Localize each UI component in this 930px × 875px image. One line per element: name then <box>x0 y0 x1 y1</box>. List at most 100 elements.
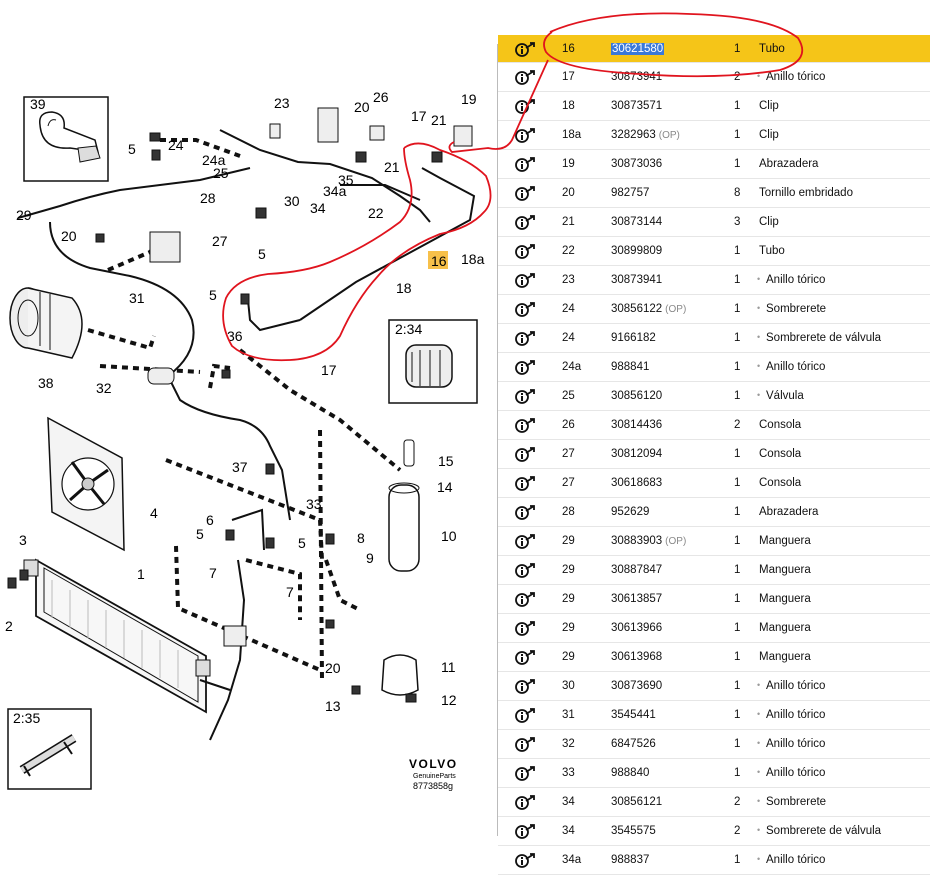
parts-row[interactable]: 34308561212Sombrerete <box>498 788 930 817</box>
row-part-number[interactable]: 988841 <box>611 361 652 373</box>
parts-row[interactable]: 3135454411Anillo tórico <box>498 701 930 730</box>
info-link-icon[interactable] <box>515 504 537 520</box>
row-part-number[interactable]: 30856120 <box>611 390 665 402</box>
row-part-number[interactable]: 30613968 <box>611 651 665 663</box>
info-link-icon[interactable] <box>515 620 537 636</box>
info-link-icon[interactable] <box>515 591 537 607</box>
row-part-number[interactable]: 9166182 <box>611 332 659 344</box>
row-part-number[interactable]: 30887847 <box>611 564 665 576</box>
parts-row[interactable]: 24a9888411Anillo tórico <box>498 353 930 382</box>
part-number-text: 30887847 <box>611 564 663 576</box>
callout: 30 <box>284 193 300 209</box>
part-number-text: 30873941 <box>611 274 663 286</box>
info-link-icon[interactable] <box>515 852 537 868</box>
info-link-icon[interactable] <box>515 156 537 172</box>
row-part-number[interactable]: 3282963(OP) <box>611 129 680 141</box>
row-part-number[interactable]: 30873036 <box>611 158 665 170</box>
row-part-number[interactable]: 3545575 <box>611 825 659 837</box>
parts-row[interactable]: 23308739411Anillo tórico <box>498 266 930 295</box>
info-link-icon[interactable] <box>515 765 537 781</box>
row-part-number[interactable]: 30883903(OP) <box>611 535 686 547</box>
row-part-number[interactable]: 30873941 <box>611 274 665 286</box>
callout: 34 <box>310 200 326 216</box>
row-part-number[interactable]: 3545441 <box>611 709 659 721</box>
row-part-number[interactable]: 952629 <box>611 506 652 518</box>
info-link-icon[interactable] <box>515 359 537 375</box>
info-link-icon[interactable] <box>515 649 537 665</box>
row-part-number[interactable]: 30873941 <box>611 71 665 83</box>
row-part-number[interactable]: 30613857 <box>611 593 665 605</box>
info-link-icon[interactable] <box>515 127 537 143</box>
info-link-icon[interactable] <box>515 272 537 288</box>
row-part-number[interactable]: 30873144 <box>611 216 665 228</box>
info-link-icon[interactable] <box>515 707 537 723</box>
callout: 18a <box>461 251 485 267</box>
info-link-icon[interactable] <box>515 736 537 752</box>
row-description: Consola <box>759 477 802 489</box>
parts-row[interactable]: 2491661821Sombrerete de válvula <box>498 324 930 353</box>
info-link-icon[interactable] <box>515 185 537 201</box>
info-link-icon[interactable] <box>515 562 537 578</box>
info-link-icon[interactable] <box>515 533 537 549</box>
parts-row[interactable]: 3435455752Sombrerete de válvula <box>498 817 930 846</box>
info-link-icon[interactable] <box>515 388 537 404</box>
parts-row[interactable]: 25308561201Válvula <box>498 382 930 411</box>
row-part-number[interactable]: 30873571 <box>611 100 665 112</box>
info-link-icon[interactable] <box>515 417 537 433</box>
info-link-icon[interactable] <box>515 678 537 694</box>
info-link-icon[interactable] <box>515 69 537 85</box>
row-part-number[interactable]: 30618683 <box>611 477 665 489</box>
info-link-icon[interactable] <box>515 330 537 346</box>
part-number-text: 30873036 <box>611 158 663 170</box>
row-part-number[interactable]: 30812094 <box>611 448 665 460</box>
info-link-icon[interactable] <box>515 214 537 230</box>
row-part-number[interactable]: 30621580 <box>611 43 667 55</box>
row-part-number[interactable]: 988840 <box>611 767 652 779</box>
row-ref: 21 <box>562 216 575 228</box>
parts-row[interactable]: 3268475261Anillo tórico <box>498 730 930 759</box>
info-link-icon[interactable] <box>515 475 537 491</box>
row-description: Manguera <box>759 535 811 547</box>
parts-row[interactable]: 30308736901Anillo tórico <box>498 672 930 701</box>
row-part-number[interactable]: 982757 <box>611 187 652 199</box>
info-link-icon[interactable] <box>515 794 537 810</box>
brand-block: VOLVO GenuineParts 8773858g <box>409 757 456 791</box>
info-link-icon[interactable] <box>515 243 537 259</box>
info-link-icon[interactable] <box>515 41 537 57</box>
info-link-icon[interactable] <box>515 446 537 462</box>
row-part-number[interactable]: 988837 <box>611 854 652 866</box>
parts-row[interactable]: 17308739412Anillo tórico <box>498 63 930 92</box>
row-part-number[interactable]: 30856122(OP) <box>611 303 686 315</box>
row-part-number[interactable]: 30814436 <box>611 419 665 431</box>
row-part-number[interactable]: 6847526 <box>611 738 659 750</box>
info-link-icon[interactable] <box>515 823 537 839</box>
row-part-number[interactable]: 30613966 <box>611 622 665 634</box>
row-part-number[interactable]: 30899809 <box>611 245 665 257</box>
row-part-number[interactable]: 30856121 <box>611 796 665 808</box>
callout: 36 <box>227 328 243 344</box>
parts-row[interactable]: 339888401Anillo tórico <box>498 759 930 788</box>
info-link-icon[interactable] <box>515 301 537 317</box>
parts-row[interactable]: 34a9888371Anillo tórico <box>498 846 930 875</box>
fan-shroud <box>47 416 125 552</box>
row-part-number[interactable]: 30873690 <box>611 680 665 692</box>
row-quantity: 1 <box>734 129 741 141</box>
info-link-icon[interactable] <box>515 98 537 114</box>
